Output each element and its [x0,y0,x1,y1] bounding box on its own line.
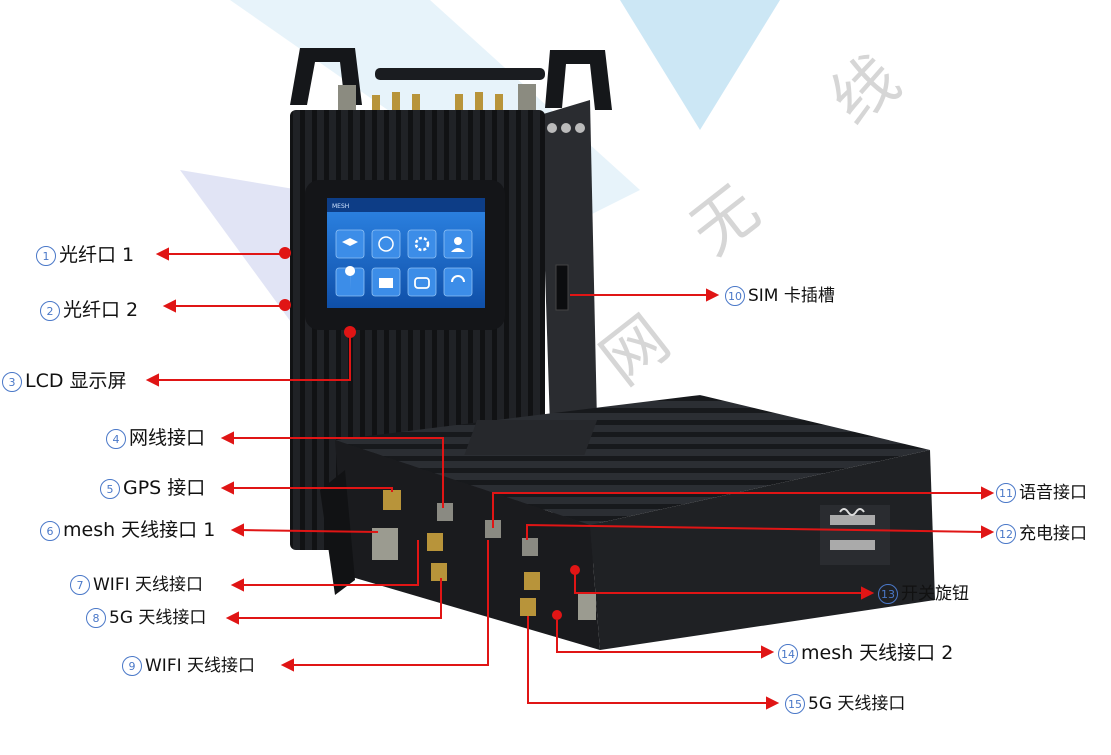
fiber-port-2 [279,299,291,311]
screen-status-text: MESH [332,203,349,210]
callout-lines [145,247,995,710]
lower-unit-front [335,440,600,650]
fiber-port-1 [279,247,291,259]
screen-tiles [335,229,473,297]
link-icon [414,277,430,289]
sync-icon [451,275,465,283]
toolbox-icon [379,278,393,288]
lower-unit-side [590,450,935,650]
sim-slot [555,264,569,311]
top-handle-right [545,50,612,110]
globe-icon [378,236,394,252]
watermark-band [620,0,780,130]
user-icon [454,237,462,245]
location-pin-icon [345,266,356,290]
front-connectors [372,490,596,620]
layers-icon [342,238,358,246]
side-latch [820,505,890,565]
front-handle [320,470,355,595]
lcd-marker [344,326,356,338]
gear-icon [414,236,430,252]
top-bar [375,68,545,80]
top-connectors [338,84,536,111]
